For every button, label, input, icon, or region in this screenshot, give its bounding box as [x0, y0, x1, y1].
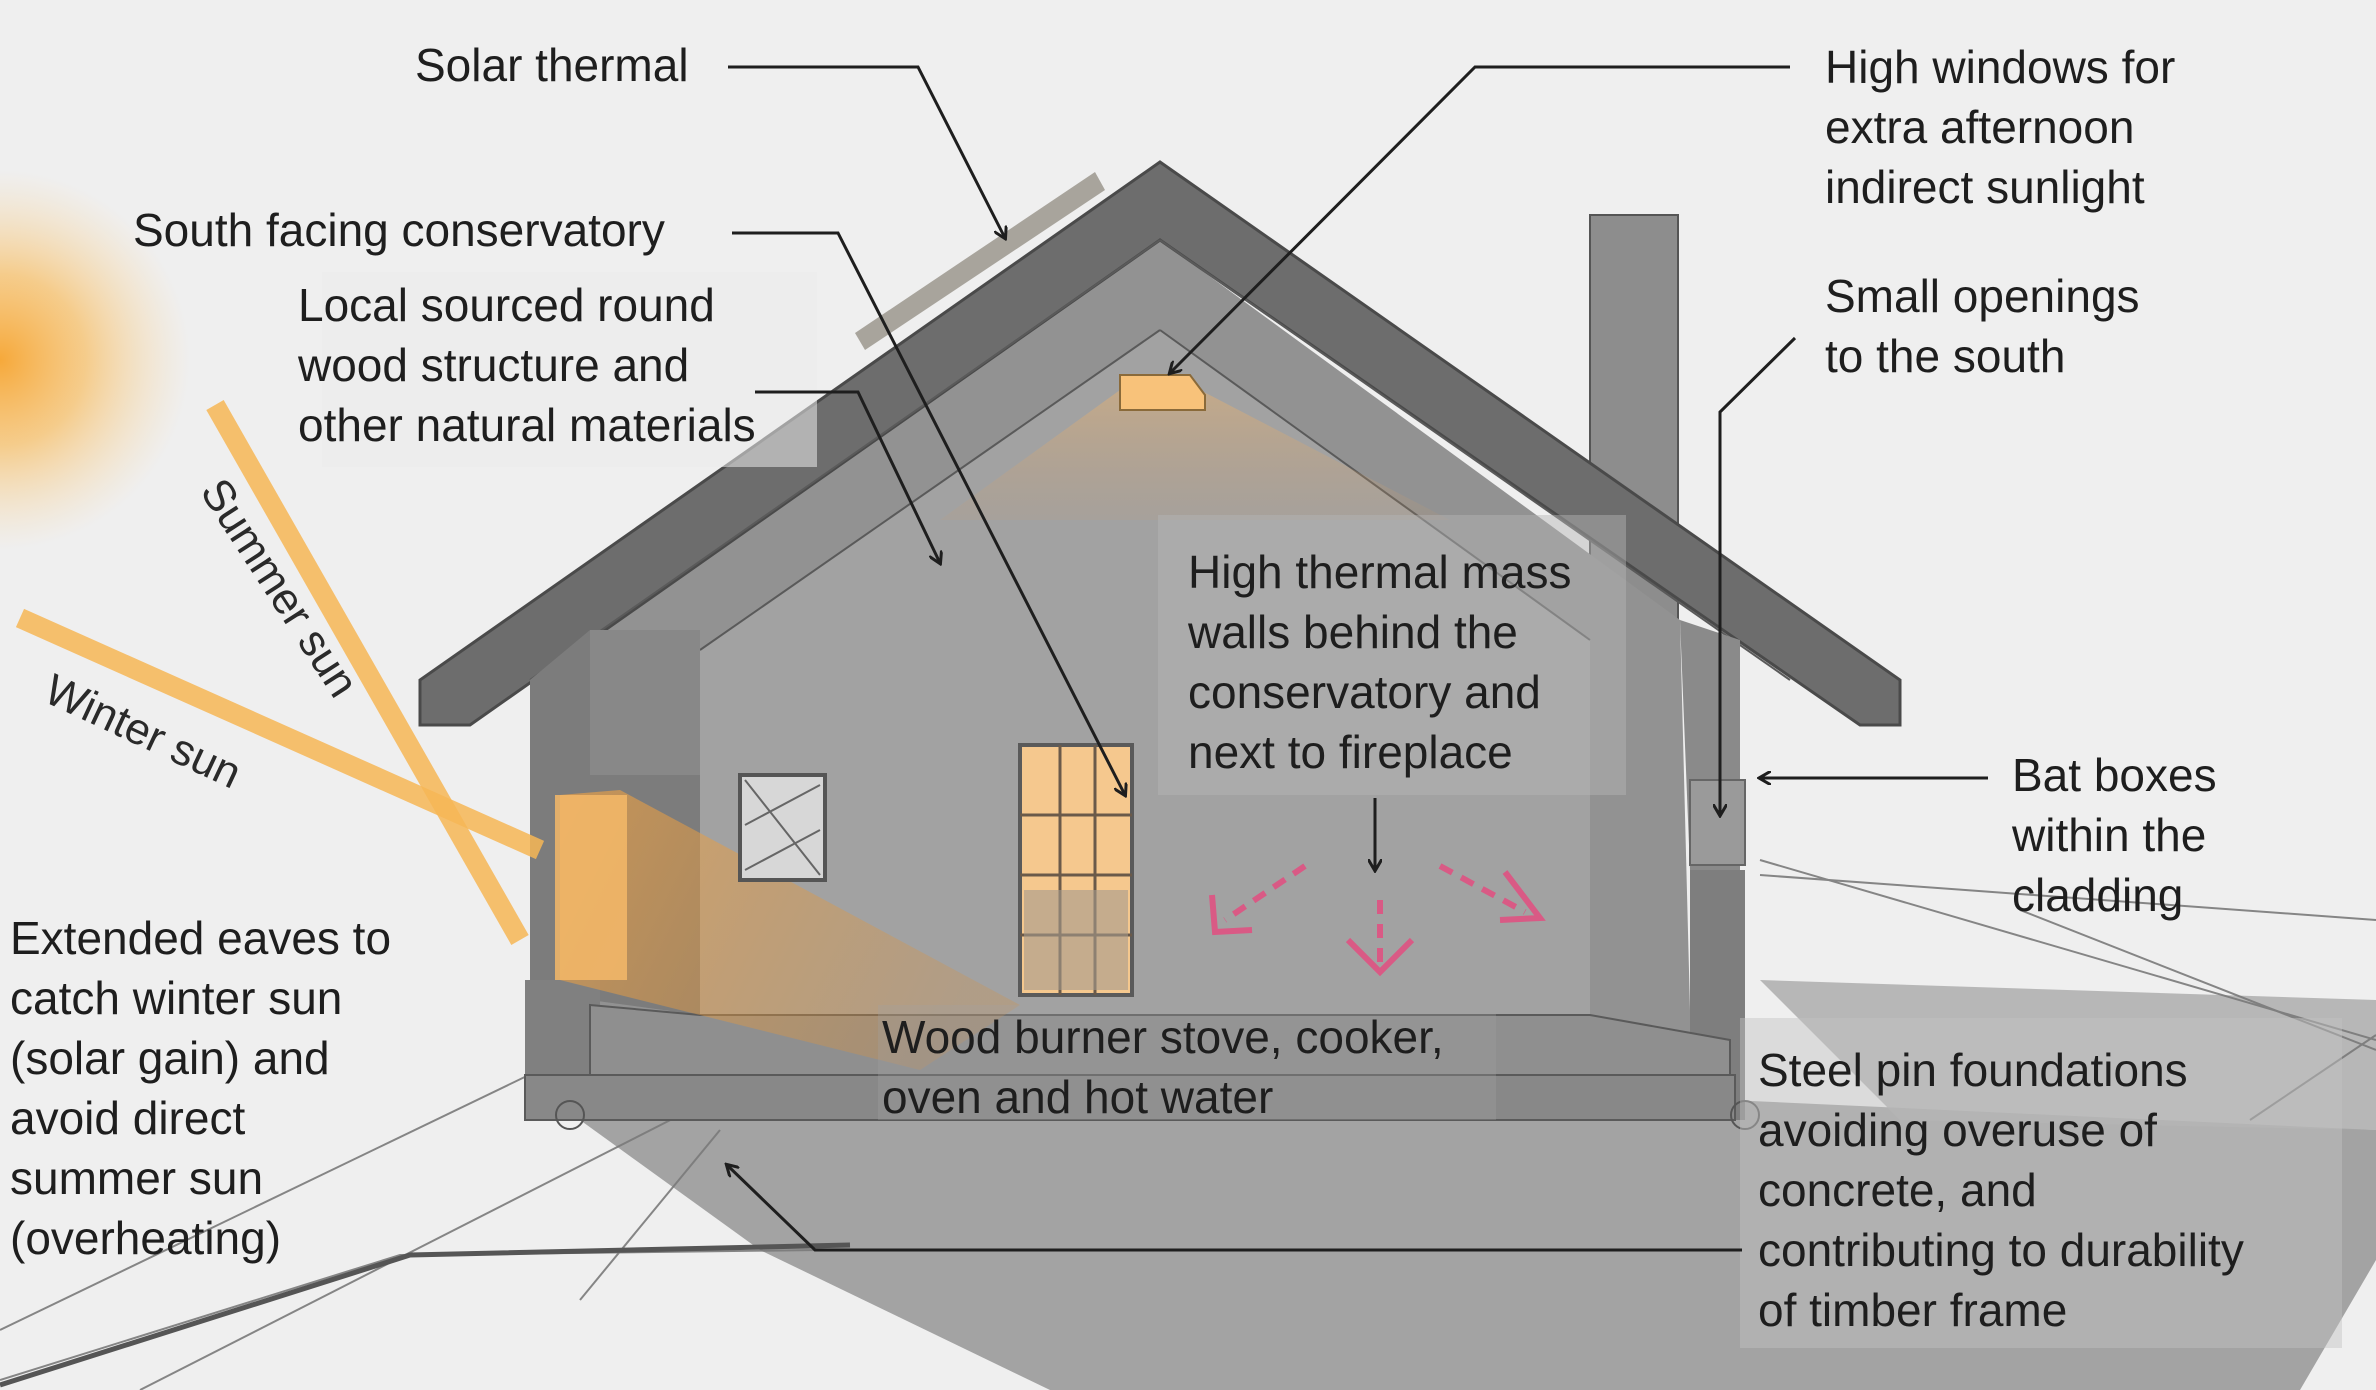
winter-sun-beam — [560, 790, 1020, 1070]
summer-sun-ray — [206, 400, 529, 945]
roof-sketch — [529, 239, 1791, 681]
solar-thermal-panel — [855, 172, 1105, 350]
high-window-light — [940, 390, 1450, 520]
left-pier-face — [590, 630, 700, 775]
label-thermal-mass: High thermal mass walls behind the conse… — [1188, 546, 1572, 778]
small-openings-leader — [1720, 336, 1797, 815]
steel-pin-label-bg — [1740, 1018, 2342, 1348]
ground-shadow — [580, 1100, 2376, 1390]
label-solar-thermal: Solar thermal — [415, 39, 689, 91]
solar-thermal-leader — [728, 65, 1005, 238]
label-south-conservatory: South facing conservatory — [133, 204, 665, 256]
high-windows-leader — [1170, 65, 1790, 373]
thermal-mass-label-bg — [1158, 515, 1626, 795]
label-steel-pin: Steel pin foundations avoiding overuse o… — [1758, 1044, 2244, 1336]
leader-lines — [727, 65, 1988, 1252]
pin-left — [555, 1100, 585, 1130]
ground-shadow-right — [1760, 980, 2376, 1130]
floor-base — [524, 1074, 1736, 1121]
small-window-sketch — [744, 779, 821, 876]
label-round-wood: Local sourced round wood structure and o… — [298, 279, 756, 451]
round-wood-label-bg — [322, 272, 817, 467]
wood-burner-label-bg — [878, 1005, 1496, 1120]
heat-arrows — [1209, 863, 1546, 977]
conservatory-leader — [732, 231, 1125, 795]
label-extended-eaves: Extended eaves to catch winter sun (sola… — [10, 912, 392, 1264]
high-window — [1119, 374, 1206, 411]
label-wood-burner: Wood burner stove, cooker, oven and hot … — [882, 1011, 1444, 1123]
label-high-windows: High windows for extra afternoon indirec… — [1825, 41, 2176, 213]
conservatory-glass — [555, 795, 627, 980]
steel-pin-leader — [727, 1165, 1742, 1252]
bat-box-recess — [1689, 779, 1746, 866]
pin-right — [1730, 1100, 1760, 1130]
round-wood-leader — [755, 390, 940, 563]
door-lower-panel — [1024, 890, 1128, 990]
ground-line — [0, 1242, 851, 1388]
winter-sun-ray — [15, 608, 545, 860]
label-bat-boxes: Bat boxes within the cladding — [2012, 749, 2217, 921]
terrain-sketch — [0, 859, 2376, 1390]
sun-glow — [0, 170, 190, 550]
label-small-openings: Small openings to the south — [1825, 270, 2140, 382]
